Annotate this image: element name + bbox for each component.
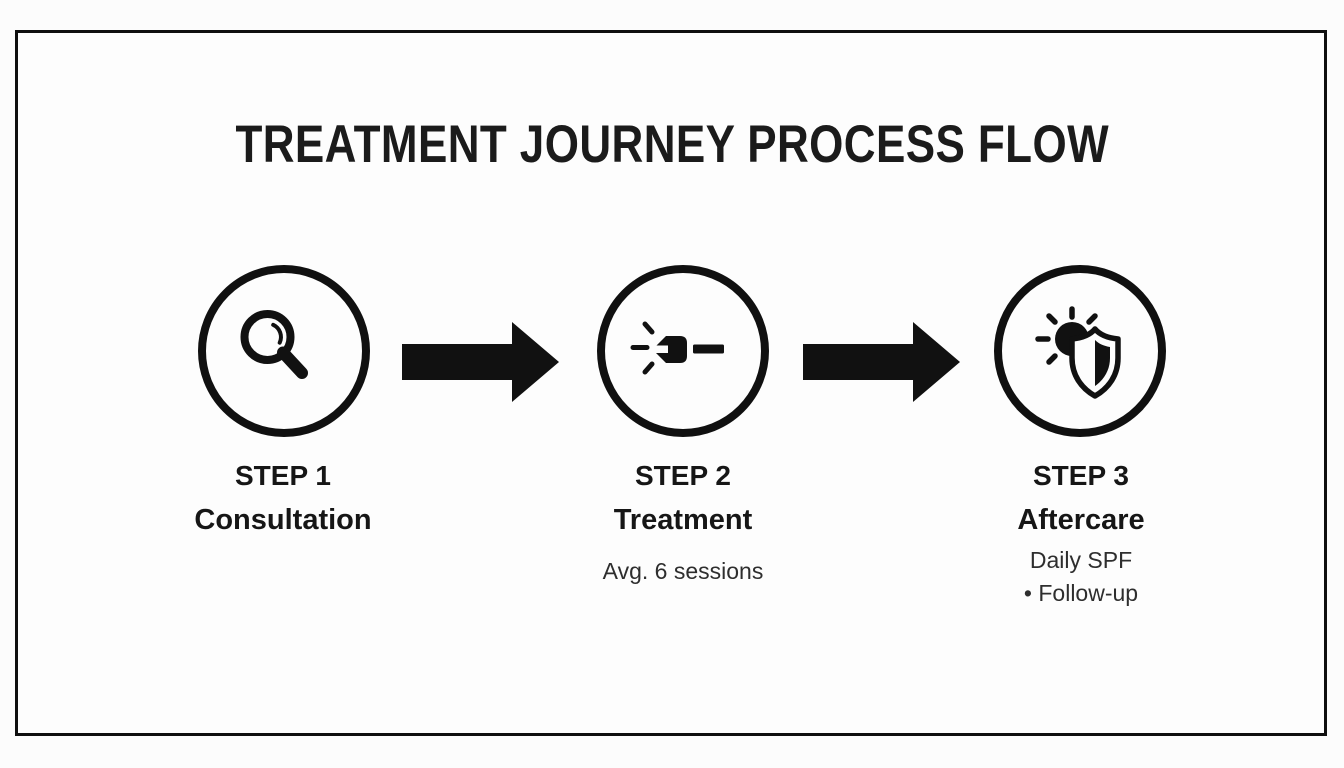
step-3-note-spf: Daily SPF xyxy=(1029,547,1133,573)
page-title-text: TREATMENT JOURNEY PROCESS FLOW xyxy=(235,115,1109,174)
flow-arrow-right-icon xyxy=(803,322,960,402)
step-3-name: Aftercare xyxy=(1017,504,1145,536)
page-title: TREATMENT JOURNEY PROCESS FLOW xyxy=(0,118,1344,184)
step-1-name: Consultation xyxy=(194,504,372,536)
step-2-name: Treatment xyxy=(613,504,753,536)
step-3-note-followup: • Follow-up xyxy=(1023,580,1139,606)
sun-shield-icon xyxy=(1035,306,1121,399)
laser-device-icon xyxy=(630,321,724,375)
step-2-note-sessions: Avg. 6 sessions xyxy=(602,558,764,584)
step-1-label: STEP 1 xyxy=(235,460,331,491)
step-3-circle xyxy=(994,265,1166,437)
step-2-label: STEP 2 xyxy=(635,460,731,491)
step-2-circle xyxy=(597,265,769,437)
magnifier-search-icon xyxy=(240,310,308,379)
flow-arrow-right-icon xyxy=(402,322,559,402)
step-1-circle xyxy=(198,265,370,437)
step-3-label: STEP 3 xyxy=(1033,460,1129,491)
